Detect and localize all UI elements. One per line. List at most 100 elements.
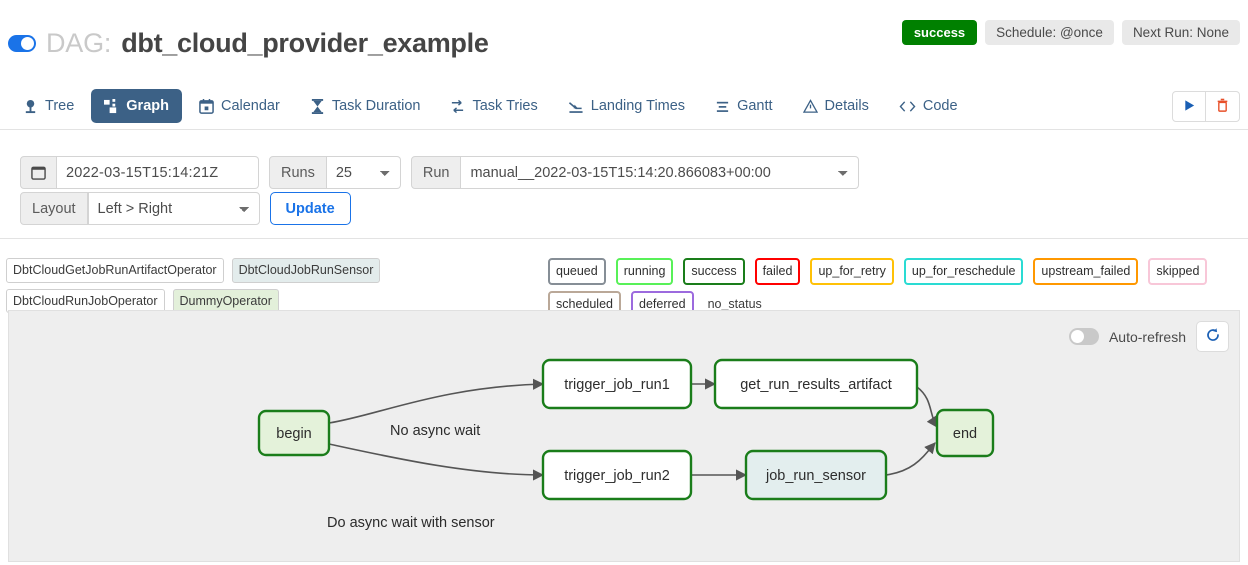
status-chip-success[interactable]: success bbox=[683, 258, 745, 285]
node-label: begin bbox=[276, 426, 311, 442]
dag-filter-bar: Runs 25 Run manual__2022-03-15T15:14:20.… bbox=[0, 131, 1248, 323]
edge-label-no-async-wait: No async wait bbox=[390, 423, 480, 439]
tab-graph[interactable]: Graph bbox=[91, 89, 182, 123]
status-chip-failed[interactable]: failed bbox=[754, 258, 801, 285]
tab-landing-times[interactable]: Landing Times bbox=[555, 89, 698, 123]
graph-node-end[interactable]: end bbox=[935, 408, 995, 458]
execution-date-group bbox=[20, 156, 259, 189]
runs-group: Runs 25 bbox=[269, 156, 401, 189]
tab-task-tries[interactable]: Task Tries bbox=[437, 89, 550, 123]
tab-list: Tree Graph Calendar Task Duration bbox=[10, 82, 971, 130]
status-legend: queued running success failed up_for_ret… bbox=[548, 258, 1248, 317]
next-run-badge: Next Run: None bbox=[1121, 20, 1240, 45]
node-rect bbox=[744, 449, 888, 501]
run-select[interactable]: manual__2022-03-15T15:14:20.866083+00:00 bbox=[461, 156, 860, 189]
status-chip-running[interactable]: running bbox=[615, 258, 674, 285]
graph-canvas-panel[interactable]: Auto-refresh bbox=[8, 310, 1240, 562]
auto-refresh-toggle[interactable] bbox=[1068, 328, 1099, 345]
schedule-badge[interactable]: Schedule: @once bbox=[985, 20, 1114, 45]
dag-action-buttons bbox=[1172, 91, 1240, 122]
tab-label: Landing Times bbox=[590, 98, 686, 114]
tab-label: Task Tries bbox=[472, 98, 538, 114]
tab-label: Gantt bbox=[737, 98, 773, 114]
dag-view-navbar: Tree Graph Calendar Task Duration bbox=[0, 82, 1248, 130]
edge-label-do-async-wait: Do async wait with sensor bbox=[327, 515, 495, 531]
node-label: end bbox=[953, 426, 977, 442]
graph-toolbar: Auto-refresh bbox=[1068, 321, 1229, 352]
calendar-picker-icon[interactable] bbox=[20, 156, 57, 189]
status-chip-no-status: no_status bbox=[707, 296, 762, 311]
operator-chip[interactable]: DbtCloudJobRunSensor bbox=[231, 258, 381, 283]
graph-node-trigger-job-run1[interactable]: trigger_job_run1 bbox=[541, 358, 693, 410]
tab-label: Code bbox=[922, 98, 958, 114]
dag-label: DAG: bbox=[46, 28, 112, 58]
node-label: job_run_sensor bbox=[765, 468, 866, 484]
tab-label: Calendar bbox=[220, 98, 280, 114]
delete-dag-button[interactable] bbox=[1206, 91, 1240, 122]
calendar-icon bbox=[199, 98, 214, 114]
tab-code[interactable]: Code bbox=[886, 89, 971, 123]
dag-pause-toggle[interactable] bbox=[8, 35, 36, 52]
status-chip-skipped[interactable]: skipped bbox=[1148, 258, 1208, 285]
tab-details[interactable]: Details bbox=[790, 89, 882, 123]
graph-node-job-run-sensor[interactable]: job_run_sensor bbox=[744, 449, 888, 501]
retry-icon bbox=[450, 99, 465, 114]
auto-refresh-label: Auto-refresh bbox=[1108, 328, 1186, 345]
tab-label: Tree bbox=[45, 98, 75, 114]
update-button[interactable]: Update bbox=[269, 192, 351, 225]
dag-graph-svg: No async wait Do async wait with sensor … bbox=[257, 358, 995, 531]
edge-sensor-to-end bbox=[885, 442, 936, 476]
tab-tree[interactable]: Tree bbox=[10, 89, 87, 123]
edge-begin-to-trigger2 bbox=[328, 443, 545, 481]
status-badge: success bbox=[901, 20, 978, 45]
edge-begin-to-trigger1 bbox=[328, 378, 545, 424]
landing-icon bbox=[568, 99, 584, 114]
node-rect bbox=[713, 358, 919, 410]
runs-select[interactable]: 25 bbox=[326, 156, 401, 189]
graph-icon bbox=[104, 98, 119, 114]
tab-label: Graph bbox=[126, 98, 169, 114]
tab-label: Task Duration bbox=[331, 98, 421, 114]
tab-calendar[interactable]: Calendar bbox=[186, 89, 293, 123]
tab-task-duration[interactable]: Task Duration bbox=[297, 89, 434, 123]
status-chip-upstream-failed[interactable]: upstream_failed bbox=[1033, 258, 1139, 285]
operator-chip[interactable]: DbtCloudGetJobRunArtifactOperator bbox=[6, 258, 224, 283]
hourglass-icon bbox=[310, 98, 325, 114]
layout-select[interactable]: Left > Right bbox=[87, 192, 260, 225]
node-label: trigger_job_run2 bbox=[564, 468, 670, 484]
trigger-dag-button[interactable] bbox=[1172, 91, 1206, 122]
runs-label: Runs bbox=[269, 156, 327, 189]
run-group: Run manual__2022-03-15T15:14:20.866083+0… bbox=[410, 156, 860, 189]
graph-node-begin[interactable]: begin bbox=[257, 409, 331, 457]
operator-chip[interactable]: DbtCloudRunJobOperator bbox=[6, 288, 165, 313]
node-label: get_run_results_artifact bbox=[740, 377, 892, 393]
status-chip-queued[interactable]: queued bbox=[548, 258, 606, 285]
status-chip-up-for-retry[interactable]: up_for_retry bbox=[810, 258, 894, 285]
layout-group: Layout Left > Right bbox=[20, 192, 260, 225]
tab-gantt[interactable]: Gantt bbox=[702, 89, 785, 123]
refresh-icon bbox=[1205, 327, 1221, 346]
operator-chip[interactable]: DummyOperator bbox=[172, 288, 279, 313]
node-rect bbox=[257, 409, 331, 457]
gantt-icon bbox=[715, 99, 730, 114]
dag-title-row: DAG: dbt_cloud_provider_example bbox=[8, 28, 489, 59]
legend-zone: DbtCloudGetJobRunArtifactOperator DbtClo… bbox=[0, 240, 1248, 317]
page-title: dbt_cloud_provider_example bbox=[121, 28, 489, 58]
filter-row-primary: Runs 25 Run manual__2022-03-15T15:14:20.… bbox=[20, 156, 860, 189]
run-label: Run bbox=[410, 156, 462, 189]
code-icon bbox=[899, 99, 916, 114]
execution-date-input[interactable] bbox=[57, 156, 259, 189]
header-badges: success Schedule: @once Next Run: None bbox=[901, 20, 1240, 45]
graph-node-get-run-results-artifact[interactable]: get_run_results_artifact bbox=[713, 358, 919, 410]
tab-label: Details bbox=[824, 98, 869, 114]
graph-node-trigger-job-run2[interactable]: trigger_job_run2 bbox=[541, 449, 693, 501]
node-rect bbox=[541, 449, 693, 501]
page-header: DAG: dbt_cloud_provider_example success … bbox=[0, 0, 1248, 72]
node-rect bbox=[935, 408, 995, 458]
status-chip-up-for-reschedule[interactable]: up_for_reschedule bbox=[903, 258, 1024, 285]
refresh-button[interactable] bbox=[1196, 321, 1229, 352]
filter-row-secondary: Layout Left > Right Update bbox=[20, 192, 351, 225]
layout-label: Layout bbox=[20, 192, 88, 225]
node-rect bbox=[541, 358, 693, 410]
trash-icon bbox=[1216, 98, 1229, 115]
